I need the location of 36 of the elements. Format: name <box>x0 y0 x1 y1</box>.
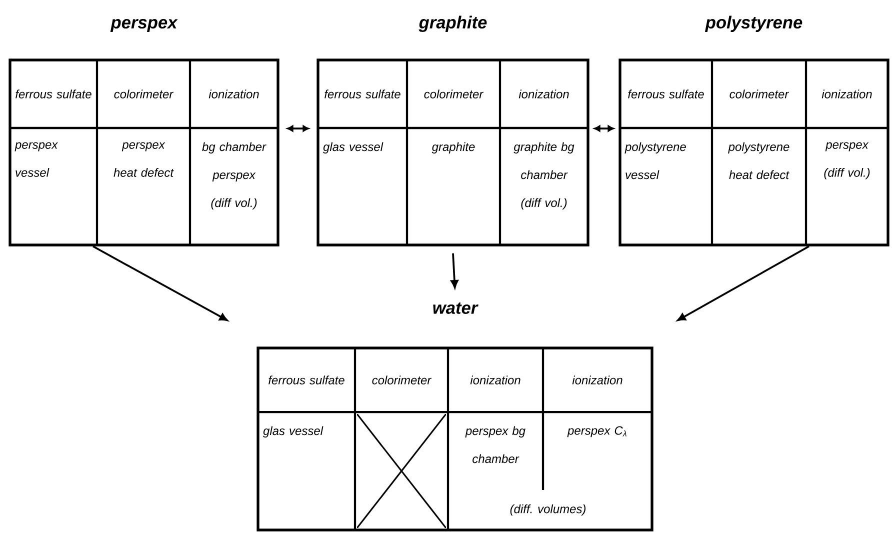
table-cell: ionization <box>572 376 622 384</box>
node-label: graphite <box>418 16 487 32</box>
node-label: water <box>433 302 478 314</box>
table-cell: graphite <box>432 142 475 154</box>
table-cell: perspex vessel <box>14 142 58 177</box>
table-cell: ionization <box>822 90 872 98</box>
table-cell: perspex C$_{λ}$ <box>567 426 626 438</box>
arrow <box>450 253 458 288</box>
table-cell: perspex bg chamber <box>465 426 526 464</box>
table-cell: ferrous sulfate <box>16 90 92 98</box>
table-cell: perspex (diff vol.) <box>824 142 870 180</box>
table-cell: polystyrene vessel <box>624 142 686 180</box>
table-cell: colorimeter <box>424 90 484 98</box>
table-cell: perspex heat defect <box>114 142 174 177</box>
table-cell: ferrous sulfate <box>324 90 400 98</box>
node-label: perspex <box>110 19 178 32</box>
table-cell: bg chamber perspex (diff vol.) <box>202 142 266 210</box>
arrow <box>594 125 614 132</box>
table-cell: ferrous sulfate <box>628 90 704 98</box>
table-cell: ionization <box>470 376 520 384</box>
table-cell: colorimeter <box>730 90 790 98</box>
table-cell: colorimeter <box>372 376 432 384</box>
table-note: (diff. volumes) <box>510 504 586 516</box>
table-cell: polystyrene heat defect <box>728 142 790 180</box>
node-label: polystyrene <box>704 16 802 32</box>
table-cell: ionization <box>208 90 259 98</box>
table-cell: glas vessel <box>323 142 384 154</box>
arrow <box>92 246 228 321</box>
crossed-out-cell <box>357 414 446 528</box>
table-cell: glas vessel <box>263 426 324 438</box>
table-cell: ionization <box>518 90 569 98</box>
arrow <box>287 125 309 132</box>
arrow <box>677 246 810 321</box>
table-cell: colorimeter <box>114 90 174 98</box>
table-cell: graphite bg chamber (diff vol.) <box>514 142 574 210</box>
table-cell: ferrous sulfate <box>268 376 344 384</box>
